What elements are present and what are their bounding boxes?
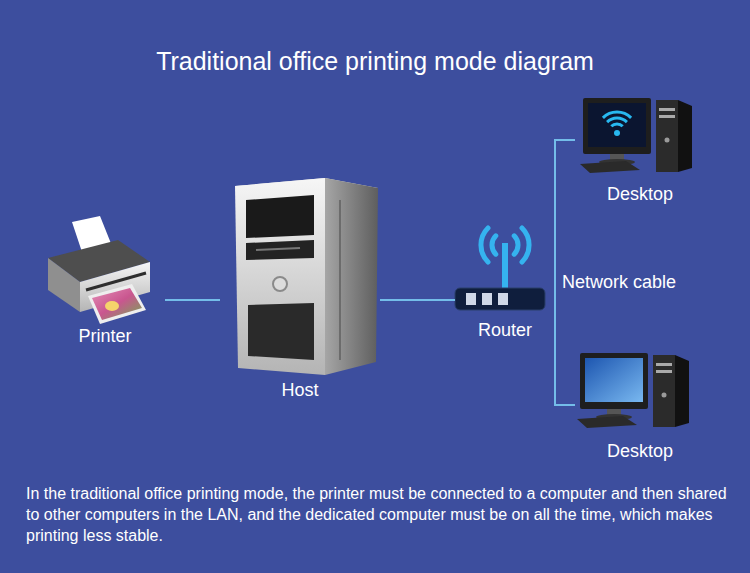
port-light xyxy=(482,293,492,305)
tower-side xyxy=(325,178,378,375)
printed-photo-border xyxy=(88,284,146,324)
router-illustration xyxy=(455,228,545,310)
router-body xyxy=(455,288,545,310)
tower-front xyxy=(235,178,325,375)
monitor-bezel xyxy=(583,98,651,154)
photo-flower xyxy=(105,301,119,311)
device-node: Desktop xyxy=(575,90,705,208)
tower-front xyxy=(656,100,678,172)
drive-slot xyxy=(659,115,675,118)
drive-slot xyxy=(256,248,300,250)
wireless-wave xyxy=(514,236,518,254)
network-cable xyxy=(165,299,220,301)
wireless-wave xyxy=(492,236,496,254)
wifi-arc xyxy=(607,118,627,122)
desktop-illustration xyxy=(577,353,689,428)
device-node: Printer xyxy=(45,215,165,350)
tower-side xyxy=(678,100,692,172)
drive-bay xyxy=(246,240,314,260)
power-button xyxy=(665,138,670,143)
wifi-dot xyxy=(614,130,620,136)
network-cable xyxy=(380,299,455,301)
keyboard xyxy=(577,416,637,428)
host-illustration xyxy=(235,178,378,375)
wifi-arc xyxy=(603,112,631,118)
network-cable xyxy=(555,300,575,405)
tower-front xyxy=(653,355,675,427)
power-button xyxy=(662,393,667,398)
monitor-screen xyxy=(585,358,643,402)
device-node: Host xyxy=(220,172,380,404)
printed-photo xyxy=(92,288,142,320)
free-label: Network cable xyxy=(562,270,732,294)
drive-bay xyxy=(246,195,314,238)
diagram-title: Traditional office printing mode diagram xyxy=(0,44,750,78)
monitor-bezel xyxy=(580,353,648,409)
tower-side xyxy=(675,355,689,427)
monitor-screen xyxy=(588,103,646,147)
port-light xyxy=(498,293,508,305)
node-label: Router xyxy=(478,319,532,341)
port-light xyxy=(466,293,476,305)
wireless-wave xyxy=(522,228,529,262)
device-node: Router xyxy=(455,212,555,344)
paper-slot xyxy=(86,273,146,290)
node-label: Host xyxy=(281,379,318,401)
drive-slot xyxy=(656,370,672,373)
desktop-illustration xyxy=(580,98,692,173)
printer-illustration xyxy=(48,216,150,324)
node-label: Printer xyxy=(78,325,131,347)
power-button xyxy=(273,277,287,291)
node-label: Desktop xyxy=(607,183,673,205)
keyboard xyxy=(580,161,640,173)
device-node: Desktop xyxy=(575,340,705,465)
diagram-caption: In the traditional office printing mode,… xyxy=(26,483,730,546)
printer-side xyxy=(48,258,80,312)
wireless-wave xyxy=(481,228,488,262)
drive-slot xyxy=(656,363,672,366)
front-vent xyxy=(248,303,314,360)
antenna xyxy=(502,243,508,290)
side-panel-line xyxy=(339,200,341,360)
wifi-arc xyxy=(611,124,622,126)
drive-slot xyxy=(659,108,675,111)
node-label: Desktop xyxy=(607,440,673,462)
